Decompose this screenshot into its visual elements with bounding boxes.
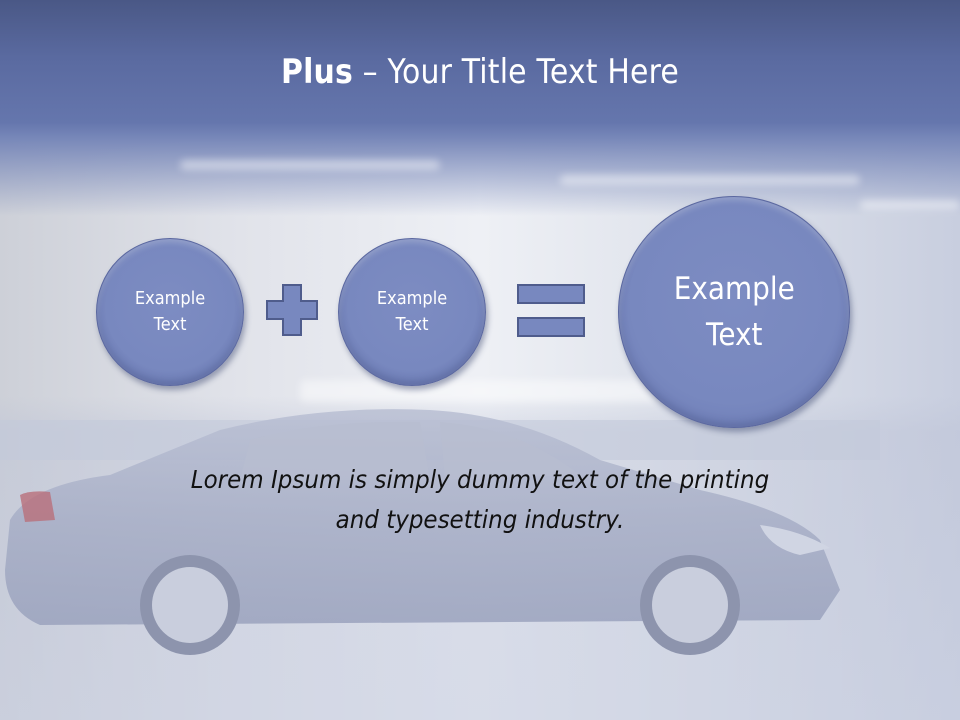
operand-1-line1: Example — [134, 287, 206, 309]
body-line-1: Lorem Ipsum is simply dummy text of the … — [190, 465, 770, 494]
equals-icon-top-bar — [517, 284, 585, 304]
body-text: Lorem Ipsum is simply dummy text of the … — [130, 460, 829, 540]
slide-title: Plus – Your Title Text Here — [58, 52, 903, 92]
result-line1: Example — [673, 270, 795, 307]
operand-circle-1: Example Text — [96, 238, 244, 386]
blur-streak — [560, 175, 860, 185]
result-circle: Example Text — [618, 196, 850, 428]
plus-icon — [266, 284, 318, 336]
operand-2-line2: Text — [395, 314, 429, 335]
blur-streak — [860, 200, 960, 210]
title-rest: – Your Title Text Here — [352, 52, 680, 92]
operand-circle-2: Example Text — [338, 238, 486, 386]
operand-1-line2: Text — [153, 314, 187, 335]
operand-2-line1: Example — [376, 287, 448, 309]
title-bold: Plus — [280, 52, 353, 92]
result-line2: Text — [705, 317, 763, 353]
blur-streak — [180, 160, 440, 170]
body-line-2: and typesetting industry. — [335, 505, 625, 534]
blur-streak — [300, 380, 660, 402]
equals-icon-bottom-bar — [517, 317, 585, 337]
